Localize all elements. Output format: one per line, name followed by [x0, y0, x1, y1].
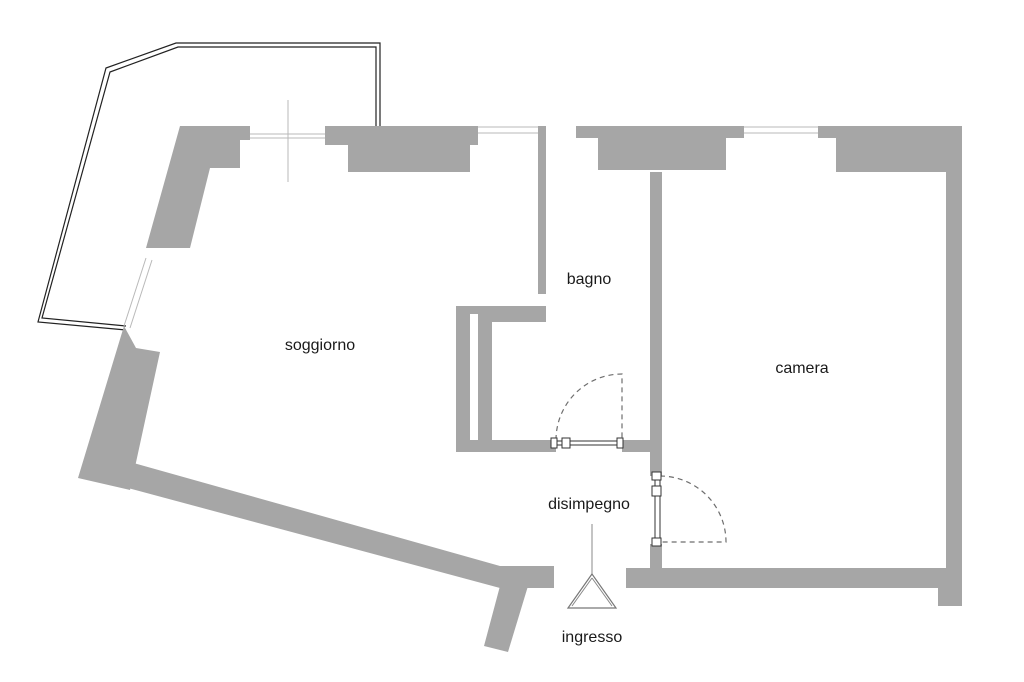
wall-bedroom-top-right [818, 126, 962, 172]
wall-corridor-right [650, 544, 662, 570]
wall-living-top-middle [325, 126, 478, 172]
bathroom-door [550, 373, 624, 449]
bedroom-door [651, 471, 727, 547]
walls [78, 126, 962, 652]
wall-bathroom-top [576, 126, 744, 170]
entrance-marker [566, 524, 618, 609]
room-label-camera: camera [775, 360, 828, 377]
wall-living-left-lower [78, 326, 160, 490]
balcony-railing [37, 42, 381, 331]
entrance-label: ingresso [562, 629, 623, 646]
wall-bathroom-bottom [456, 440, 556, 452]
wall-entrance-stub [484, 586, 528, 652]
wall-right [938, 170, 962, 606]
room-label-bagno: bagno [567, 271, 612, 288]
wall-living-bottom [128, 462, 554, 588]
wall-bathroom-bedroom [650, 172, 662, 476]
windows [123, 100, 818, 329]
room-label-disimpegno: disimpegno [548, 496, 630, 513]
room-label-soggiorno: soggiorno [285, 337, 355, 354]
wall-bedroom-bottom [626, 568, 946, 588]
wall-bathroom-step [456, 306, 546, 440]
wall-living-top-left [146, 126, 250, 248]
wall-living-bathroom [538, 126, 546, 294]
